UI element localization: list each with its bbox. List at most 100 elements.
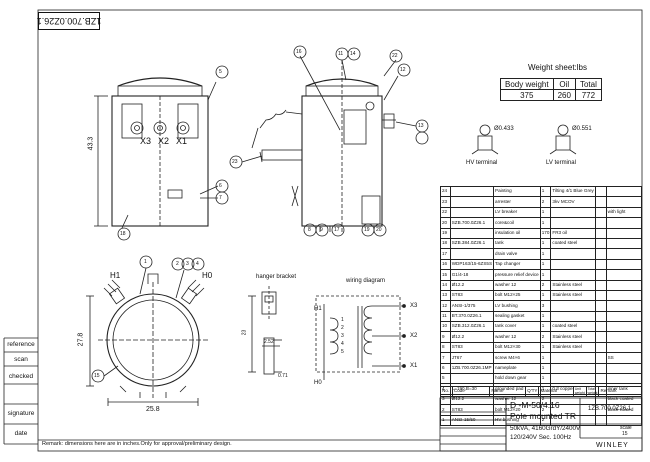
bom-cell: 1: [539, 248, 552, 260]
bom-cell: 12: [440, 300, 451, 312]
bom-cell: ST83: [449, 404, 495, 416]
front-view: [94, 65, 229, 241]
balloon-5: 5: [219, 69, 222, 75]
bom-cell: 6: [440, 362, 451, 375]
bom-cell: [605, 185, 643, 198]
lv-terminal-drawing: [549, 124, 577, 155]
bom-cell: nameplate: [493, 362, 541, 375]
bottom-height-dim: 27.8: [77, 332, 85, 347]
wiring-label-h1: H1: [314, 306, 322, 312]
bom-cell: Painting: [493, 185, 541, 198]
bom-cell: G1/4-18: [449, 269, 495, 281]
wiring-tap-1: 1: [341, 317, 344, 323]
bom-cell: [605, 414, 643, 427]
bom-cell: 2: [440, 404, 451, 416]
balloon-16: 16: [296, 49, 302, 55]
bom-cell: 23: [440, 196, 451, 208]
bom-cell: insulation oil: [493, 227, 541, 239]
bom-cell: 1: [539, 206, 552, 219]
bom-cell: sealing gasket: [493, 310, 541, 323]
bom-cell: 1: [440, 414, 451, 427]
bom-header-qty: Q'TY: [525, 385, 540, 398]
bom-cell: 20: [440, 217, 451, 229]
bom-cell: [605, 258, 643, 271]
balloon-11: 11: [338, 51, 344, 57]
title-scale-value: 15: [622, 431, 628, 437]
bom-cell: [449, 196, 495, 208]
wiring-tap-2: 2: [341, 325, 344, 331]
bom-cell: Stainless steel: [550, 279, 596, 291]
bom-cell: [550, 373, 596, 385]
balloon-3: 3: [186, 261, 189, 267]
bom-cell: core&coil: [493, 217, 541, 229]
bom-cell: [449, 227, 495, 239]
bom-cell: [594, 414, 607, 427]
weight-value-oil: 260: [552, 89, 576, 101]
wiring-diagram-title: wiring diagram: [346, 278, 386, 284]
bom-cell: [605, 341, 643, 354]
bom-cell: 16: [440, 258, 451, 271]
bom-cell: 8: [440, 341, 451, 354]
bom-cell: [594, 321, 607, 333]
balloon-8: 8: [308, 227, 311, 233]
balloon-14: 14: [350, 51, 356, 57]
title-rating: 50kVA, 4160GrdY/2400V: [510, 425, 581, 432]
bom-header-code: Code: [451, 385, 491, 398]
hanger-bracket-title: hanger bracket: [256, 274, 297, 280]
bom-cell: 2: [539, 331, 552, 343]
balloon-9: 9: [320, 227, 323, 233]
bom-cell: [594, 196, 607, 208]
weight-header-oil: Oil: [552, 78, 576, 90]
bom-cell: Stainless steel: [550, 331, 596, 343]
drawing-code-stamp: 1ZB.700.0Z26.1: [37, 12, 101, 30]
bom-cell: [550, 217, 596, 229]
lv-terminal-label: LV terminal: [546, 160, 576, 166]
lv-terminal-dim: Ø0.551: [572, 126, 592, 132]
bom-cell: [605, 331, 643, 343]
bom-cell: 170: [539, 227, 552, 239]
bom-cell: [605, 227, 643, 239]
bom-cell: [550, 310, 596, 323]
bom-cell: 1: [539, 362, 552, 375]
bom-cell: FR3 oil: [550, 227, 596, 239]
bom-cell: [550, 248, 596, 260]
bom-cell: [605, 310, 643, 323]
bom-cell: [605, 248, 643, 260]
bom-cell: [605, 279, 643, 291]
bom-cell: screw M4×6: [493, 352, 541, 364]
bom-cell: [594, 300, 607, 312]
bom-cell: [550, 352, 596, 364]
bom-cell: ST83: [449, 289, 495, 302]
bom-cell: [449, 248, 495, 260]
balloon-13: 13: [418, 123, 424, 129]
weight-value-total: 772: [574, 89, 602, 101]
remark-note: Remark: dimensions here are in inches.On…: [42, 441, 232, 447]
bom-cell: [594, 248, 607, 260]
terminal-h0-label: H0: [202, 271, 213, 280]
bom-header-total-weight: Total weight: [585, 385, 600, 398]
front-height-dim: 43.3: [87, 136, 95, 151]
bom-cell: bolt M12×30: [493, 341, 541, 354]
bom-cell: [605, 217, 643, 229]
bom-cell: SZB.700.0Z26.1: [449, 217, 495, 229]
bom-cell: [550, 269, 596, 281]
bom-cell: [594, 206, 607, 219]
side-signature: signature: [7, 410, 35, 417]
weight-header-total: Total: [574, 78, 602, 90]
bom-cell: Ø12.2: [449, 331, 495, 343]
bom-cell: [594, 362, 607, 375]
bom-cell: 14: [440, 279, 451, 291]
bom-cell: [605, 300, 643, 312]
bom-cell: 1: [539, 341, 552, 354]
bom-cell: Tap changer: [493, 258, 541, 271]
wiring-tap-5: 5: [341, 349, 344, 355]
bom-cell: [449, 185, 495, 198]
